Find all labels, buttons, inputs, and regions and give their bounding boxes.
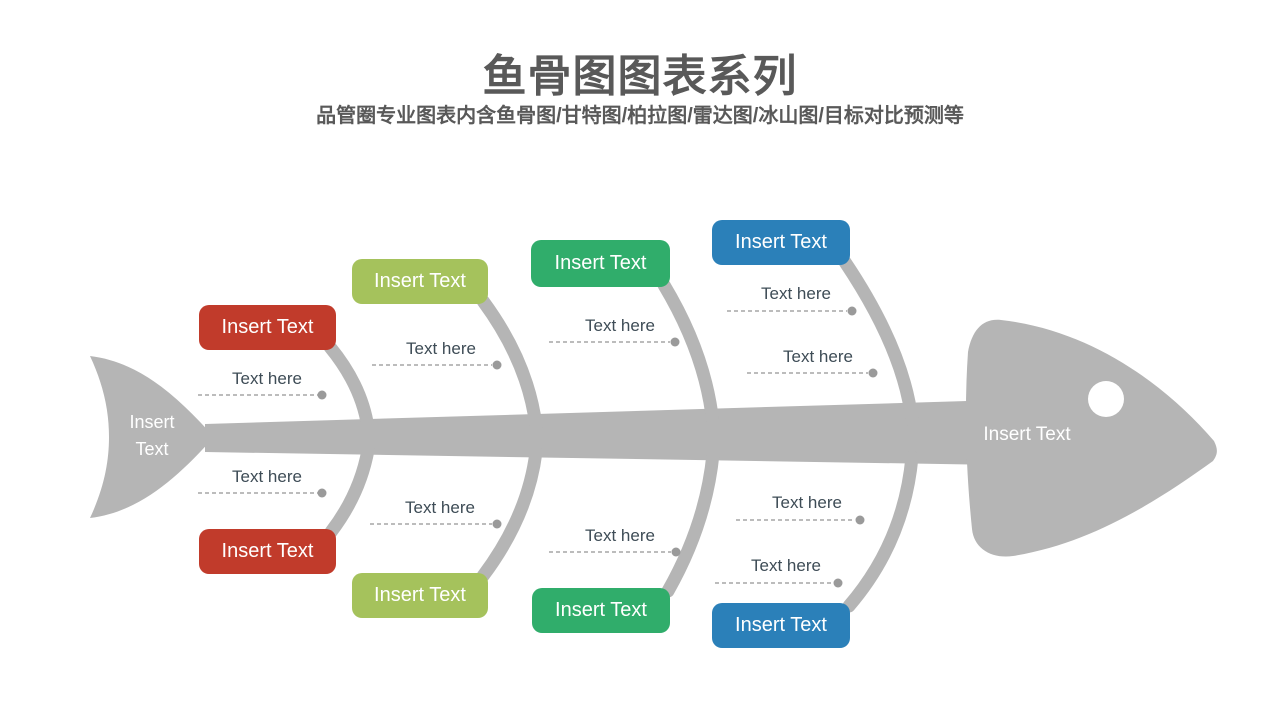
top-branch-4-tag[interactable]: Insert Text	[712, 220, 850, 265]
top-branch-2-tag[interactable]: Insert Text	[352, 259, 488, 304]
top-branch-1-item-1[interactable]: Text here	[232, 369, 302, 388]
rib-bottom-3	[661, 447, 720, 598]
rib-bottom-1	[324, 443, 375, 539]
top-branch-3-tag[interactable]: Insert Text	[531, 240, 670, 287]
bottom-branch-1-tag[interactable]: Insert Text	[199, 529, 336, 574]
bottom-branch-2-tag[interactable]: Insert Text	[352, 573, 488, 618]
leader-dot	[868, 368, 878, 378]
bottom-branch-3-tag[interactable]: Insert Text	[532, 588, 670, 633]
leader-dot	[671, 547, 681, 557]
fish-eye	[1088, 381, 1124, 417]
bottom-branch-1-item-1[interactable]: Text here	[232, 467, 302, 486]
bottom-branch-2-item-1[interactable]: Text here	[405, 498, 475, 517]
page-subtitle: 品管圈专业图表内含鱼骨图/甘特图/柏拉图/雷达图/冰山图/目标对比预测等	[316, 105, 964, 127]
rib-bottom-2	[476, 445, 543, 583]
top-branch-4-item-2[interactable]: Text here	[783, 347, 853, 366]
leader-dot	[492, 519, 502, 529]
fish-head-shape	[965, 319, 1217, 557]
bottom-branch-4-item-2[interactable]: Text here	[751, 556, 821, 575]
top-branch-1-tag[interactable]: Insert Text	[199, 305, 336, 350]
leader-dot	[492, 360, 502, 370]
rib-top-1	[323, 340, 375, 435]
bottom-branch-4-tag[interactable]: Insert Text	[712, 603, 850, 648]
top-branch-2-item-1[interactable]: Text here	[406, 339, 476, 358]
top-branch-4-item-1[interactable]: Text here	[761, 284, 831, 303]
leader-dot	[847, 306, 857, 316]
top-branch-3-item-1[interactable]: Text here	[585, 316, 655, 335]
leader-dot	[833, 578, 843, 588]
fish-tail-shape	[90, 356, 214, 518]
rib-top-3	[657, 278, 720, 431]
leader-dot	[317, 488, 327, 498]
fish-spine	[205, 400, 1000, 465]
leader-dot	[855, 515, 865, 525]
rib-top-2	[476, 294, 543, 433]
leader-dot	[670, 337, 680, 347]
rib-top-4	[838, 255, 919, 428]
bottom-branch-3-item-1[interactable]: Text here	[585, 526, 655, 545]
page-title: 鱼骨图图表系列	[482, 52, 798, 101]
leader-dot	[317, 390, 327, 400]
rib-bottom-4	[842, 450, 919, 613]
bottom-branch-4-item-1[interactable]: Text here	[772, 493, 842, 512]
tail-label[interactable]: Insert Text	[129, 412, 175, 459]
head-label[interactable]: Insert Text	[983, 424, 1071, 445]
